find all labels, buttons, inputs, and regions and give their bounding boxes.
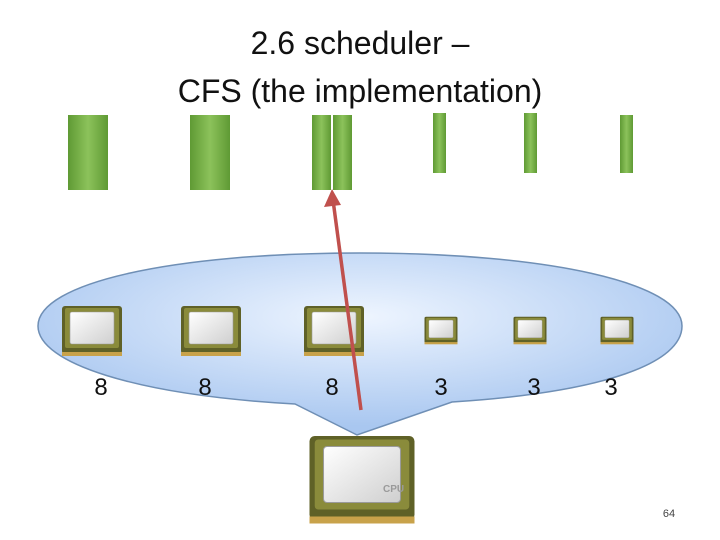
cpu-chip-icon	[600, 316, 634, 345]
slide-page-number: 64	[662, 508, 676, 520]
timeslice-bar-6	[620, 115, 633, 173]
task-weight-label: 8	[94, 374, 108, 401]
cpu-chip-icon	[424, 316, 458, 345]
task-weight-label: 3	[604, 374, 618, 401]
task-weight-label: 8	[198, 374, 212, 401]
timeslice-bar-4	[433, 113, 446, 173]
cpu-chip-icon	[303, 305, 365, 357]
slide-title-line1: 2.6 scheduler –	[250, 25, 470, 61]
task-weight-label: 8	[325, 374, 339, 401]
timeslice-bar-3a	[312, 115, 331, 190]
task-weight-label: 3	[434, 374, 448, 401]
timeslice-bar-1	[68, 115, 108, 190]
cpu-chip-icon	[513, 316, 547, 345]
timeslice-bar-3b	[333, 115, 352, 190]
main-cpu-label: CPU	[383, 484, 404, 495]
schedule-arrow	[331, 199, 363, 411]
timeslice-bar-2	[190, 115, 230, 190]
task-weight-label: 3	[527, 374, 541, 401]
schedule-arrow-head	[324, 189, 341, 207]
timeslice-bar-5	[524, 113, 537, 173]
slide-title-line2: CFS (the implementation)	[177, 73, 543, 109]
cpu-chip-icon	[180, 305, 242, 357]
cpu-chip-icon	[308, 435, 416, 525]
cpu-chip-icon	[61, 305, 123, 357]
